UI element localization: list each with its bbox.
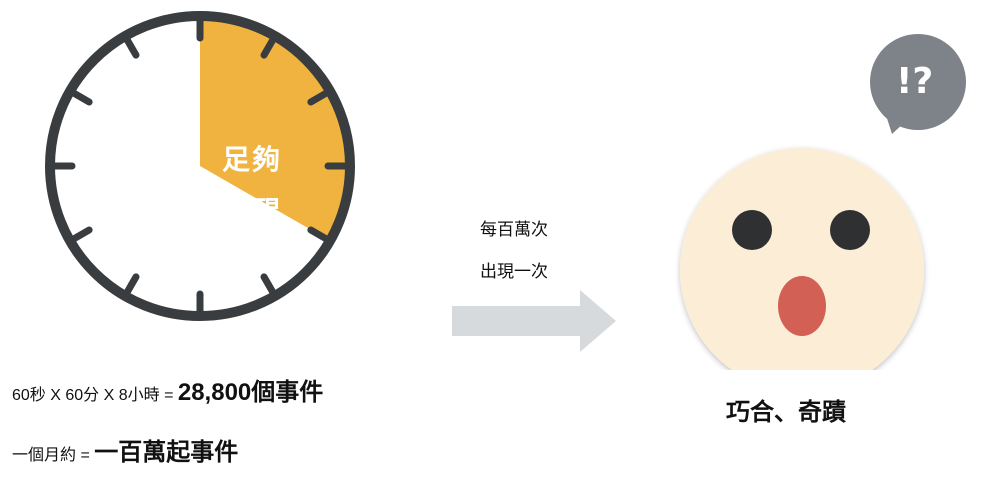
monthly-calculation: 一個月約 = 一百萬起事件 [12,432,238,467]
clock-tick [307,90,330,106]
arrow-label-line2: 出現一次 [480,262,548,282]
mouth [778,276,826,336]
calculation-formula: 60秒 X 60分 X 8小時 = [12,387,178,404]
bubble-circle [870,34,966,130]
bubble-tail [885,112,905,134]
clock-label-line1: 足夠 [222,143,283,176]
left-eye [732,210,772,250]
right-eye [830,210,870,250]
arrow-label-line1: 每百萬次 [480,220,548,240]
seconds-calculation: 60秒 X 60分 X 8小時 = 28,800個事件 [12,372,323,407]
surprised-face-icon [680,34,966,370]
clock-rim [45,11,355,321]
clock-tick [307,226,330,242]
monthly-result: 一百萬起事件 [94,439,239,466]
speech-bubble [870,34,966,134]
face-caption: 巧合、奇蹟 [726,398,846,426]
clock-tick [260,273,276,296]
clock-diagram [45,11,355,321]
bubble-exclamation: !? [896,61,934,102]
clock-tick [124,36,140,59]
calculation-result: 28,800個事件 [177,379,324,406]
monthly-prefix: 一個月約 = [12,447,95,464]
arrow-shape [452,290,616,352]
clock-tick [70,90,93,106]
clock-tick [260,36,276,59]
clock-ticks [51,17,349,315]
clock-tick [70,226,93,242]
face-circle [680,148,924,370]
clock-tick [124,273,140,296]
clock-label-line2: 清醒 [222,195,283,228]
right-arrow-icon [452,290,616,352]
